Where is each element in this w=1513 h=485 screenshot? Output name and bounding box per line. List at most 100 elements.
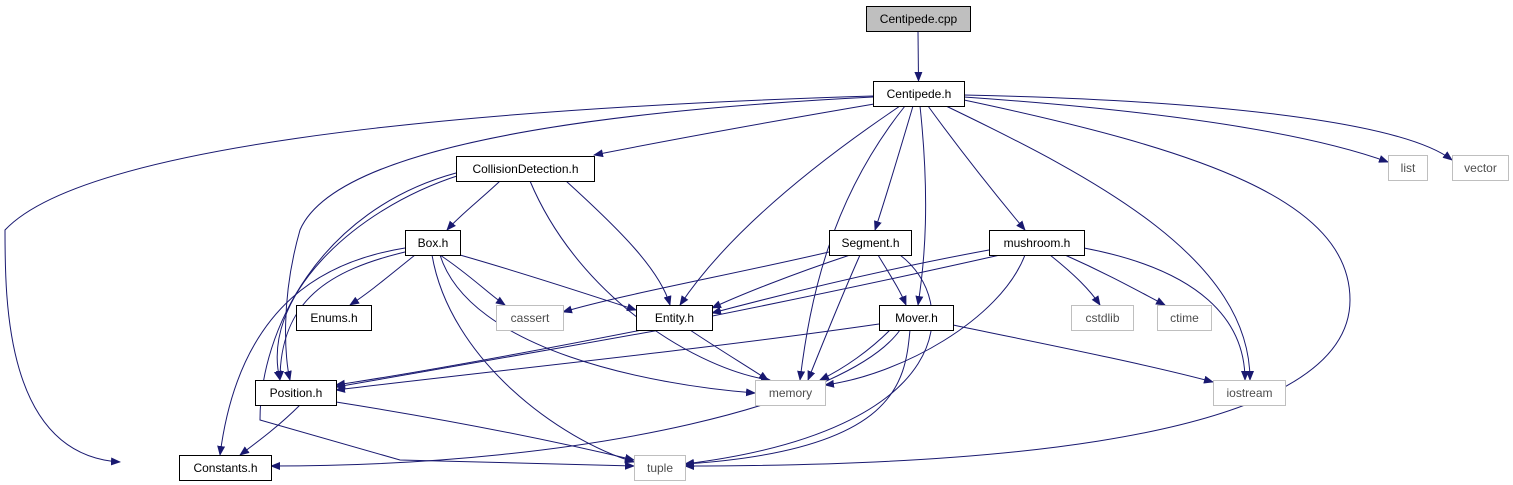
node-centipede-h[interactable]: Centipede.h [873, 81, 965, 107]
node-ctime: ctime [1157, 305, 1212, 331]
node-position-h[interactable]: Position.h [255, 380, 337, 406]
node-label: Box.h [418, 236, 449, 250]
edge-centipede-h-to-mushroom-h [927, 105, 1026, 231]
node-entity-h[interactable]: Entity.h [636, 305, 713, 331]
edge-centipede-h-to-segment-h [874, 105, 914, 231]
node-box [1213, 380, 1286, 406]
edge-entity-h-to-position-h [335, 329, 661, 390]
node-label: Centipede.h [887, 87, 952, 101]
edge-mushroom-h-to-ctime [1064, 254, 1166, 306]
edge-centipede-cpp-to-centipede-h [914, 30, 923, 82]
edge-mover-h-to-tuple [684, 329, 911, 468]
node-memory: memory [755, 380, 826, 406]
edge-collision-h-to-position-h [273, 174, 461, 381]
node-label: iostream [1226, 386, 1272, 400]
node-box [496, 305, 564, 331]
edge-centipede-h-to-constants-h [4, 95, 874, 466]
node-box [1452, 155, 1509, 181]
node-label: ctime [1170, 311, 1199, 325]
node-cstdlib: cstdlib [1071, 305, 1134, 331]
edge-segment-h-to-memory [807, 254, 861, 381]
node-label: Entity.h [655, 311, 694, 325]
node-list: list [1388, 155, 1428, 181]
node-label: mushroom.h [1004, 236, 1071, 250]
edge-box-h-to-cassert [439, 254, 506, 306]
edge-mushroom-h-to-iostream [1083, 247, 1249, 381]
edge-mover-h-to-constants-h [270, 329, 901, 470]
node-label: Segment.h [841, 236, 899, 250]
edge-collision-h-to-memory [529, 180, 771, 383]
node-vector: vector [1452, 155, 1509, 181]
nodes-layer: Centipede.cppCentipede.hCollisionDetecti… [179, 6, 1509, 481]
node-box [755, 380, 826, 406]
node-iostream: iostream [1213, 380, 1286, 406]
edge-mushroom-h-to-cstdlib [1049, 254, 1101, 306]
node-box [873, 81, 965, 107]
node-box [255, 380, 337, 406]
edge-mover-h-to-iostream [952, 324, 1214, 384]
edge-centipede-h-to-list [963, 96, 1389, 163]
edge-segment-h-to-tuple [684, 254, 933, 467]
node-label: cstdlib [1085, 311, 1119, 325]
edges-layer [4, 30, 1453, 470]
node-enums-h[interactable]: Enums.h [296, 305, 372, 331]
node-label: Enums.h [310, 311, 357, 325]
edge-position-h-to-tuple [335, 401, 635, 462]
node-mushroom-h[interactable]: mushroom.h [989, 230, 1085, 256]
node-label: CollisionDetection.h [472, 162, 578, 176]
edge-collision-h-to-tuple [259, 172, 635, 470]
node-box [989, 230, 1085, 256]
edge-centipede-h-to-vector [963, 94, 1453, 161]
node-centipede-cpp[interactable]: Centipede.cpp [866, 6, 971, 32]
node-collision-h[interactable]: CollisionDetection.h [456, 156, 595, 182]
edge-centipede-h-to-mover-h [915, 105, 927, 306]
node-box [179, 455, 272, 481]
node-label: tuple [647, 461, 673, 475]
node-box [456, 156, 595, 182]
edge-centipede-h-to-collision-h [593, 102, 881, 158]
node-box [636, 305, 713, 331]
node-label: Centipede.cpp [880, 12, 958, 26]
edge-centipede-h-to-entity-h [679, 105, 901, 306]
node-label: cassert [511, 311, 550, 325]
node-box [1388, 155, 1428, 181]
edge-centipede-h-to-iostream [945, 105, 1254, 381]
edge-centipede-h-to-position-h [283, 96, 874, 381]
edge-entity-h-to-memory [689, 329, 769, 381]
node-mover-h[interactable]: Mover.h [879, 305, 954, 331]
edge-mushroom-h-to-memory [824, 254, 1026, 388]
edge-segment-h-to-entity-h [711, 254, 851, 309]
node-cassert: cassert [496, 305, 564, 331]
node-box [866, 6, 971, 32]
node-segment-h[interactable]: Segment.h [829, 230, 912, 256]
node-label: Constants.h [193, 461, 257, 475]
node-label: Position.h [270, 386, 323, 400]
edge-box-h-to-enums-h [349, 254, 416, 306]
edge-box-h-to-entity-h [459, 254, 637, 312]
node-box [1157, 305, 1212, 331]
node-box-h[interactable]: Box.h [405, 230, 461, 256]
node-box [634, 455, 686, 481]
edge-segment-h-to-cassert [562, 251, 830, 314]
edge-centipede-h-to-tuple [684, 99, 1351, 470]
edge-collision-h-to-entity-h [565, 180, 672, 306]
node-label: vector [1464, 161, 1497, 175]
edge-collision-h-to-box-h [446, 180, 501, 231]
node-box [879, 305, 954, 331]
edge-box-h-to-memory [439, 254, 756, 397]
edge-mover-h-to-memory [819, 329, 891, 381]
edge-segment-h-to-mover-h [877, 254, 907, 306]
node-tuple: tuple [634, 455, 686, 481]
edge-box-h-to-position-h [276, 251, 406, 381]
edge-box-h-to-tuple [431, 254, 635, 464]
node-constants-h[interactable]: Constants.h [179, 455, 272, 481]
node-box [829, 230, 912, 256]
edge-position-h-to-constants-h [239, 404, 301, 456]
node-box [1071, 305, 1134, 331]
node-box [405, 230, 461, 256]
edge-box-h-to-constants-h [217, 247, 406, 456]
node-box [296, 305, 372, 331]
node-label: list [1401, 161, 1416, 175]
node-label: memory [769, 386, 812, 400]
